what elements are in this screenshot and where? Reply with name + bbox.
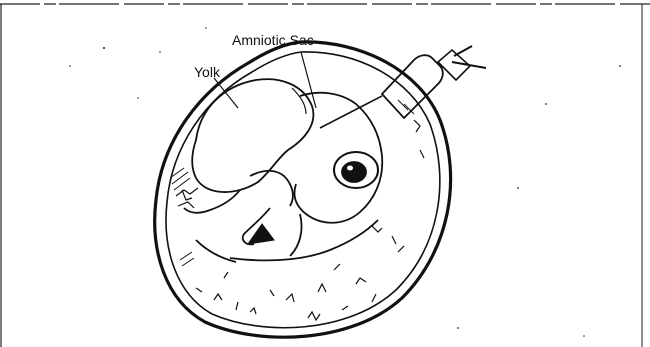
specks (69, 27, 621, 337)
amniotic-sac-label: Amniotic Sac (232, 32, 314, 48)
egg-shell (155, 42, 451, 337)
hatching (170, 100, 414, 266)
yolk-label: Yolk (194, 64, 220, 80)
page-border (0, 4, 650, 347)
membrane-texture (176, 120, 424, 320)
embryo (184, 93, 382, 262)
yolk-inner-line (292, 88, 306, 114)
